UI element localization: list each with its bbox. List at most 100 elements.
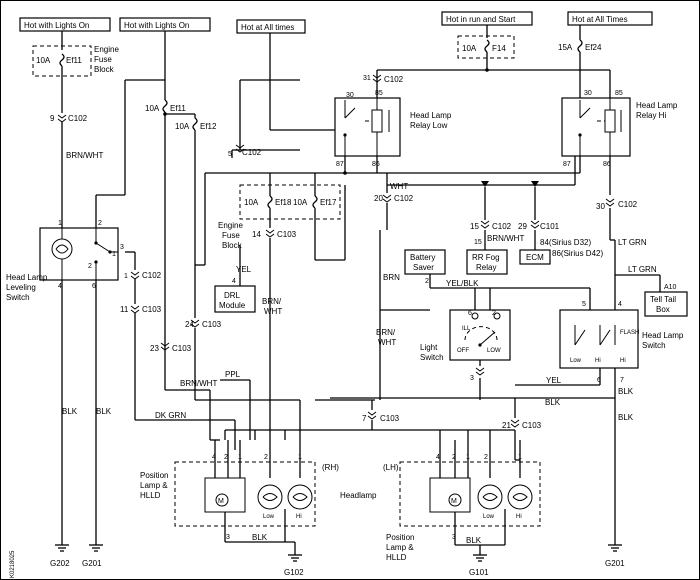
fuse-f14-rating: 10A — [462, 44, 477, 53]
fuse-ef24-id: Ef24 — [585, 43, 602, 52]
relay-low-pin-86: 86 — [372, 161, 380, 168]
head-lamp-switch-low: Low — [570, 358, 582, 364]
wire-yel-2: YEL — [546, 376, 562, 385]
svg-text:4: 4 — [436, 454, 440, 461]
headlamp-lh-low-label: Low — [483, 514, 495, 520]
relay-low-line1: Head Lamp — [410, 111, 452, 120]
sirius-d32: 84(Sirius D32) — [540, 238, 591, 247]
leveling-switch-line1: Head Lamp — [6, 273, 48, 282]
svg-text:Hi: Hi — [620, 358, 626, 364]
fuse-ef17-symbol — [312, 195, 318, 209]
conn-30-pin: 30 — [596, 202, 605, 211]
fuse-ef18-rating: 10A — [244, 198, 259, 207]
sirius-d42: 86(Sirius D42) — [552, 249, 603, 258]
wire-brn: BRN — [383, 273, 400, 282]
position-lamp-lh-line1: Position — [386, 533, 414, 542]
supply-lights-on-1-label: Hot with Lights On — [24, 21, 89, 30]
battery-saver — [404, 249, 446, 275]
conn-29-pin: 29 — [518, 222, 527, 231]
ground-g202: G202 — [50, 559, 70, 568]
wire-brn-wht-4-b: WHT — [264, 307, 282, 316]
conn-9-id: C102 — [68, 114, 88, 123]
engine-fuse-block-2-line2: Fuse — [222, 231, 240, 240]
fuse-ef17-rating: 10A — [293, 198, 308, 207]
fuse-ef12-symbol — [192, 117, 198, 131]
ground-g102-icon — [288, 554, 302, 562]
position-lamp-lh-line2: Lamp & — [386, 543, 414, 552]
headlamp-rh-low-label: Low — [263, 514, 275, 520]
ground-g201-b-icon — [608, 544, 622, 552]
fuse-ef12-rating: 10A — [175, 122, 190, 131]
conn-29-id: C101 — [540, 222, 560, 231]
svg-text:2: 2 — [425, 278, 429, 285]
relay-low-pin-30: 30 — [346, 92, 354, 99]
svg-text:4: 4 — [618, 301, 622, 308]
svg-text:BLK: BLK — [466, 536, 482, 545]
position-lamp-rh-line1: Position — [140, 471, 168, 480]
rr-fog-relay — [466, 249, 508, 275]
conn-9-pin: 9 — [50, 114, 55, 123]
svg-text:2: 2 — [224, 454, 228, 461]
wire-ppl: PPL — [225, 370, 241, 379]
svg-text:2: 2 — [484, 454, 488, 461]
diagram-code: K0218025 — [10, 550, 16, 578]
relay-hi-line2: Relay Hi — [636, 111, 666, 120]
ecm — [519, 249, 551, 265]
headlamp-lh-hi-label: Hi — [516, 514, 522, 520]
conn-24-pin: 24 — [185, 320, 194, 329]
fuse-ef24-rating: 15A — [558, 43, 573, 52]
relay-low-pin-85: 85 — [375, 90, 383, 97]
conn-a10: A10 — [664, 284, 677, 291]
wire-yel: YEL — [236, 265, 252, 274]
headlamp-rh-low-bulb-icon — [257, 484, 283, 510]
wire-brn-wht-5-a: BRN/ — [376, 328, 396, 337]
relay-hi-line1: Head Lamp — [636, 101, 678, 110]
fuse-ef11-a-id: Ef11 — [66, 56, 82, 65]
wire-blk-4: BLK — [545, 398, 561, 407]
wire-brn-wht-3: BRN/WHT — [487, 234, 524, 243]
fuse-f14-symbol — [484, 39, 490, 53]
svg-text:5: 5 — [582, 301, 586, 308]
head-lamp-leveling-switch — [39, 227, 119, 281]
svg-text:2: 2 — [452, 454, 456, 461]
wire-lt-grn-1: LT GRN — [618, 238, 647, 247]
ground-g201-a-icon — [89, 544, 103, 552]
head-lamp-switch-flash: FLASH — [620, 330, 639, 336]
battery-saver-line1: Battery — [410, 253, 435, 262]
headlamp-rh-hi-label: Hi — [296, 514, 302, 520]
supply-run-start-label: Hot in run and Start — [446, 15, 516, 24]
wire-blk-3: BLK — [618, 387, 634, 396]
conn-20-pin: 20 — [374, 194, 383, 203]
ground-g101: G101 — [469, 568, 489, 577]
svg-text:2: 2 — [264, 454, 268, 461]
engine-fuse-block-2 — [239, 184, 341, 220]
headlamp-rh-hi-bulb-icon — [287, 484, 313, 510]
ground-g201-b: G201 — [605, 559, 625, 568]
conn-11-id: C103 — [142, 305, 162, 314]
light-switch-line1: Light — [420, 343, 438, 352]
drl-module — [214, 285, 256, 313]
wire-brn-wht-2: BRN/WHT — [180, 379, 217, 388]
wire-lt-grn-2: LT GRN — [628, 265, 657, 274]
conn-23-id: C103 — [172, 344, 192, 353]
relay-hi-pin-30: 30 — [584, 90, 592, 97]
wire-yel-blk: YEL/BLK — [446, 279, 479, 288]
svg-text:15: 15 — [474, 239, 482, 246]
wire-blk-2: BLK — [96, 407, 112, 416]
light-switch-off: OFF — [457, 348, 469, 354]
wire-brn-wht-4-a: BRN/ — [262, 297, 282, 306]
ground-g101-icon — [473, 554, 487, 562]
svg-text:2: 2 — [88, 263, 92, 270]
supply-all-times-2-label: Hot at All Times — [572, 15, 628, 24]
position-lamp-rh-line3: HLLD — [140, 491, 161, 500]
headlamp-lh-assembly — [399, 461, 541, 527]
svg-text:3: 3 — [452, 534, 456, 541]
position-lamp-rh-line2: Lamp & — [140, 481, 168, 490]
engine-fuse-block-1-line1: Engine — [94, 45, 119, 54]
motor-rh-label: M — [218, 498, 224, 505]
fuse-ef17-id: Ef17 — [320, 198, 337, 207]
conn-5-pin: 5 — [228, 151, 232, 158]
ground-g201-a: G201 — [82, 559, 102, 568]
leveling-switch-line2: Leveling — [6, 283, 36, 292]
